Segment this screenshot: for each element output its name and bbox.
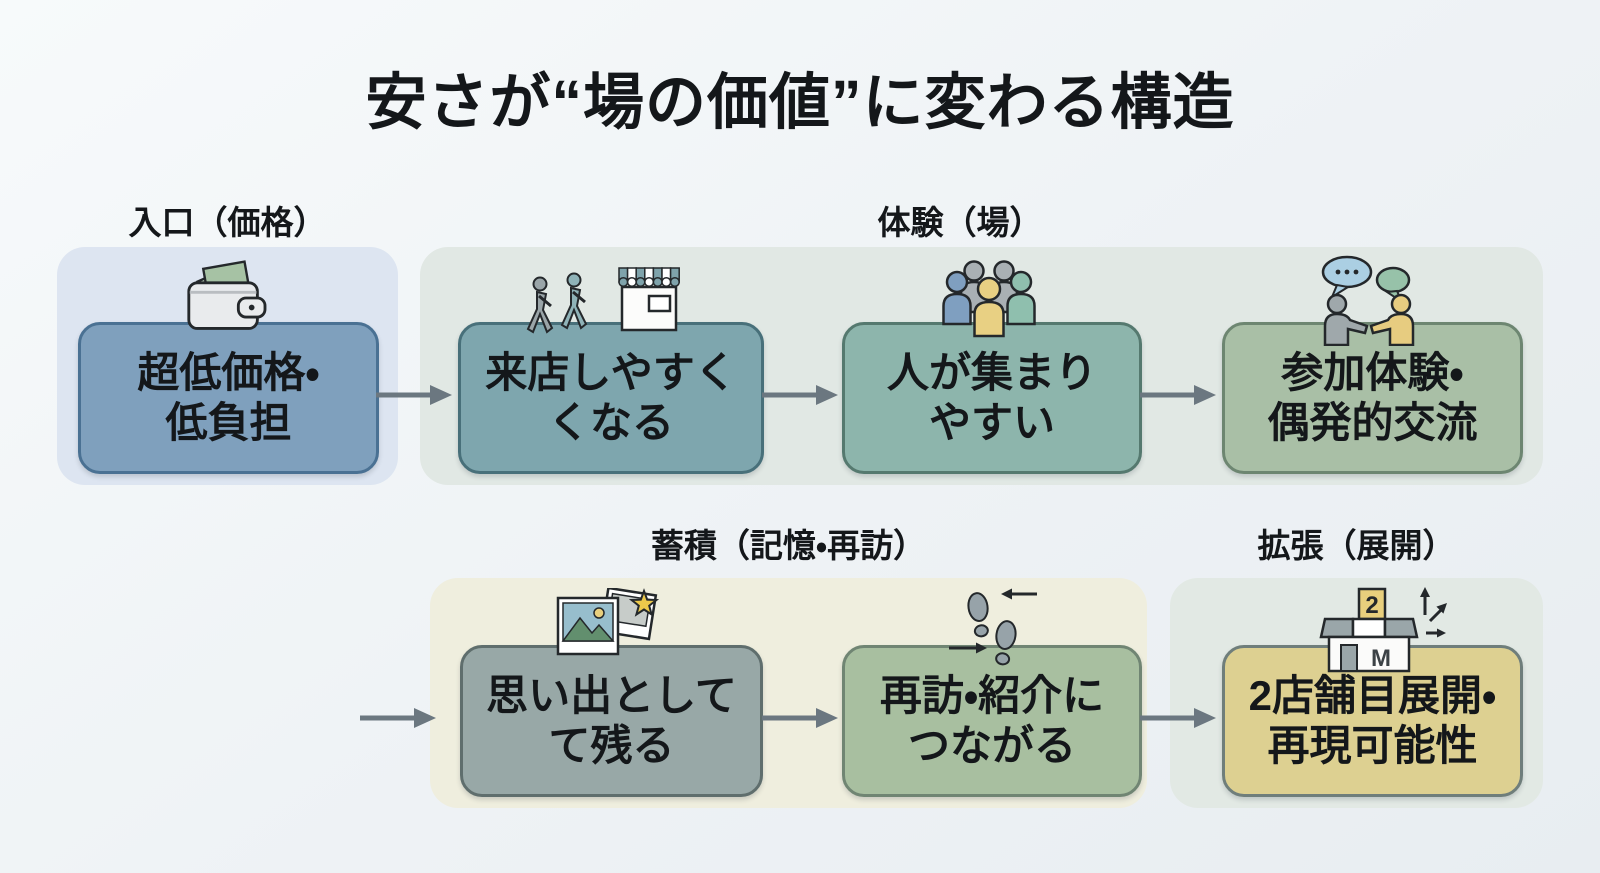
box-text-line: 低負担 [165, 399, 292, 446]
diagram-title: 安さが“場の価値”に変わる構造 [365, 68, 1235, 136]
flow-box-easy-visit: 来店しやすく くなる [458, 322, 764, 474]
second-store-icon: 2 M [1319, 587, 1447, 673]
footprints-icon [949, 588, 1037, 666]
section-label-accumulation: 蓄積（記憶・再訪） [650, 527, 927, 564]
photos-star-icon [556, 588, 660, 656]
box-text-line: 人が集まり [886, 349, 1097, 397]
box-text-line: くなる [547, 399, 674, 446]
flow-arrow-1 [376, 385, 452, 405]
box-text-line: 超低価格・ [137, 349, 320, 397]
walkers-storefront-icon [526, 267, 680, 334]
flow-arrow-3 [1140, 385, 1216, 405]
flow-arrow-2 [762, 385, 838, 405]
store-wall-letter: M [1371, 645, 1391, 672]
section-label-expansion: 拡張（展開） [1257, 527, 1456, 564]
box-text-line: て残る [548, 722, 675, 769]
box-text-line: 再現可能性 [1267, 722, 1478, 769]
section-label-experience: 体験（場） [877, 204, 1043, 241]
box-text-line: 来店しやすく [485, 349, 737, 397]
flow-box-participation: 参加体験・ 偶発的交流 [1222, 322, 1523, 474]
flow-arrow-5 [1140, 708, 1216, 728]
box-text-line: 再訪・紹介に [879, 672, 1105, 720]
flow-box-low-price: 超低価格・ 低負担 [78, 322, 379, 474]
people-group-icon [942, 260, 1036, 338]
box-text-line: 思い出として [486, 672, 737, 720]
box-text-line: 偶発的交流 [1267, 399, 1478, 446]
box-text-line: やすい [928, 399, 1055, 446]
section-label-entrance: 入口（価格） [128, 204, 327, 241]
handshake-chat-icon [1321, 255, 1415, 346]
box-text-line: つながる [907, 722, 1076, 769]
box-text-line: 参加体験・ [1281, 349, 1464, 397]
wallet-icon [187, 260, 267, 330]
flow-arrow-row2-entry [360, 708, 436, 728]
flow-box-memories: 思い出として て残る [460, 645, 763, 797]
flow-box-people-gather: 人が集まり やすい [842, 322, 1142, 474]
box-text-line: 2店舗目展開・ [1248, 672, 1497, 720]
flow-arrow-4 [762, 708, 838, 728]
store-sign-number: 2 [1365, 592, 1378, 619]
flow-box-second-store: 2店舗目展開・ 再現可能性 [1222, 645, 1523, 797]
flow-box-revisit: 再訪・紹介に つながる [842, 645, 1142, 797]
